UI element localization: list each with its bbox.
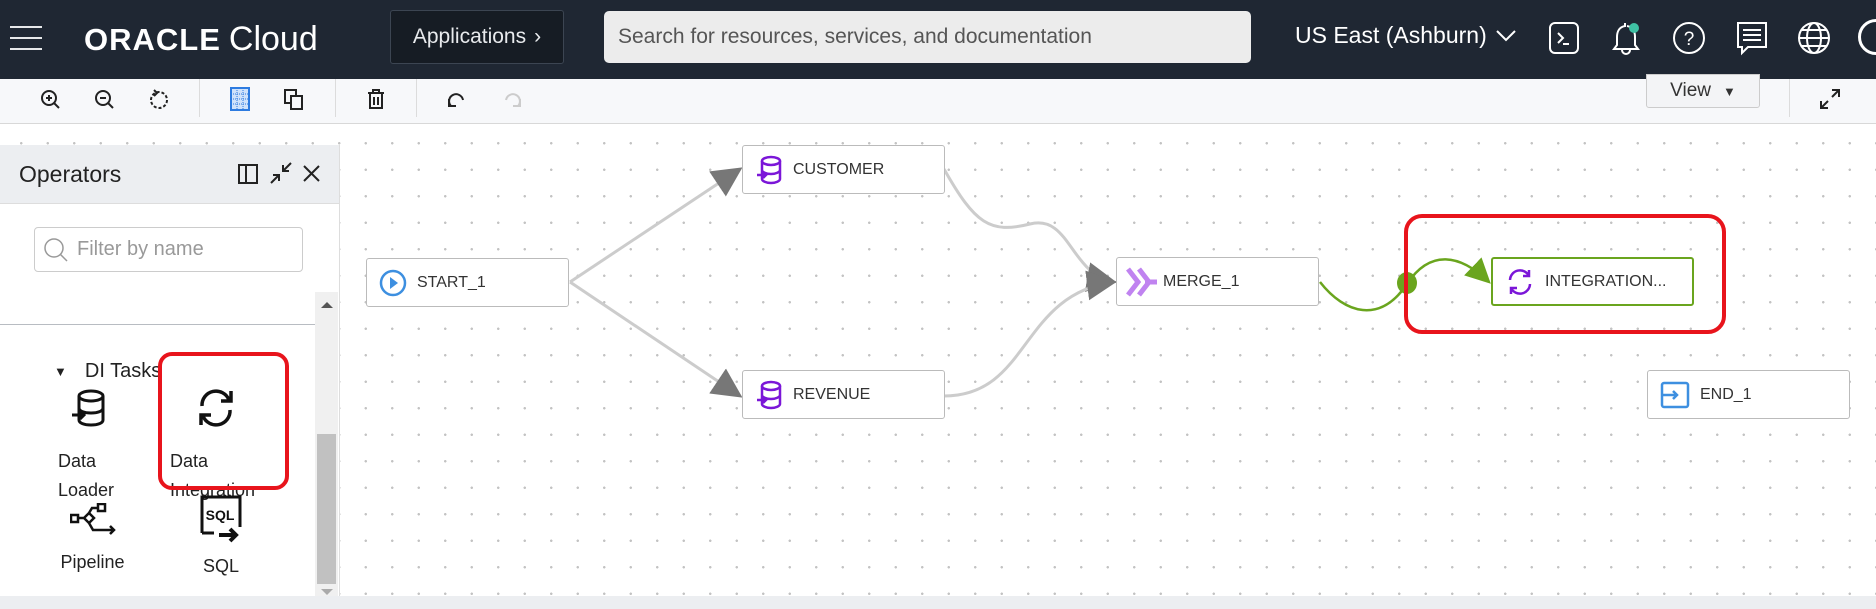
operator-data-loader[interactable]: Data Loader [58,388,114,505]
operator-sql[interactable]: SQL SQL [196,495,246,581]
node-label: CUSTOMER [793,160,885,178]
delete-trash-icon[interactable] [362,85,390,113]
svg-text:?: ? [1684,29,1695,50]
pipeline-icon [69,502,116,535]
data-integration-icon [199,389,233,427]
panel-title: Operators [19,160,122,187]
operator-label: Data [170,451,209,471]
language-globe-icon[interactable] [1795,18,1833,58]
reset-zoom-icon[interactable] [145,85,173,113]
operator-label: Loader [58,480,115,500]
node-integration-selected[interactable]: INTEGRATION... [1491,257,1694,306]
operator-label: Pipeline [60,552,125,572]
node-label: REVENUE [793,385,871,403]
cloud-shell-icon[interactable] [1545,18,1583,58]
operator-label: SQL [202,556,240,576]
node-end[interactable]: END_1 [1647,370,1850,419]
view-menu-button[interactable]: View ▼ [1646,74,1760,108]
bottom-bar [0,596,1876,609]
highlight-annotation [158,352,289,490]
expand-fullscreen-icon[interactable] [1816,85,1844,113]
profile-avatar-icon[interactable] [1858,19,1876,55]
duplicate-icon[interactable] [280,85,308,113]
chevron-right-icon: › [534,25,542,48]
canvas-toolbar: View ▼ [0,74,1876,124]
undo-icon[interactable] [443,85,471,113]
grid-icon[interactable] [226,85,254,113]
edge-revenue-merge[interactable] [943,270,1117,398]
view-label: View [1670,80,1711,101]
applications-label: Applications [412,25,527,48]
operator-label: Integration [170,480,256,500]
node-label: INTEGRATION... [1545,272,1667,290]
region-label: US East (Ashburn) [1295,22,1487,48]
product-text: Cloud [228,20,318,58]
node-revenue[interactable]: REVENUE [742,370,945,419]
feedback-chat-icon[interactable] [1733,18,1771,58]
panel-scrollbar[interactable] [315,292,338,596]
data-integration-icon [1508,268,1532,295]
chevron-down-icon [1496,29,1516,41]
data-loader-icon [757,380,782,409]
operators-panel: Operators Filter by name ▼ DI Tasks Data … [0,145,340,596]
scroll-up-arrow-icon[interactable] [321,302,333,308]
toolbar-divider [1789,79,1790,117]
operator-pipeline[interactable]: Pipeline [55,502,130,577]
sql-icon: SQL [200,495,242,543]
operator-label: Data [58,451,97,471]
operator-data-integration[interactable]: Data Integration [170,388,255,505]
applications-button[interactable]: Applications › [390,10,564,64]
search-input[interactable]: Search for resources, services, and docu… [604,11,1251,63]
collapse-icon[interactable] [270,162,292,184]
help-icon[interactable]: ? [1670,18,1708,58]
edge-start-revenue[interactable] [569,280,743,398]
caret-down-icon: ▼ [54,364,67,379]
data-loader-icon [757,155,782,184]
svg-text:SQL: SQL [206,507,235,523]
di-tasks-section-toggle[interactable]: ▼ DI Tasks [54,360,161,383]
region-selector[interactable]: US East (Ashburn) [1295,22,1517,49]
toolbar-divider [199,79,200,117]
node-label: START_1 [417,273,486,291]
filter-placeholder: Filter by name [77,238,204,260]
node-label: MERGE_1 [1163,272,1240,290]
node-start[interactable]: START_1 [366,258,569,307]
close-icon[interactable] [303,165,320,182]
dock-panel-icon[interactable] [238,164,258,184]
edge-start-customer[interactable] [569,167,743,284]
zoom-out-icon[interactable] [90,85,118,113]
node-merge[interactable]: MERGE_1 [1116,257,1319,306]
notifications-bell-icon[interactable] [1608,18,1646,58]
menu-icon[interactable] [10,26,42,50]
node-label: END_1 [1700,385,1752,403]
search-placeholder: Search for resources, services, and docu… [618,25,1092,48]
scroll-down-arrow-icon[interactable] [321,589,333,595]
toolbar-divider [335,79,336,117]
redo-icon[interactable] [498,85,526,113]
merge-icon [1126,266,1157,297]
highlight-annotation [1404,214,1726,334]
toolbar-divider [416,79,417,117]
filter-input[interactable]: Filter by name [34,227,303,272]
brand-text: ORACLE [84,22,221,57]
node-customer[interactable]: CUSTOMER [742,145,945,194]
panel-divider [0,324,315,325]
search-icon [44,237,68,262]
start-play-icon [379,269,407,296]
operators-panel-header: Operators [0,145,339,204]
edge-customer-merge[interactable] [942,168,1117,292]
caret-down-icon: ▼ [1722,83,1736,99]
end-icon [1660,381,1690,408]
scrollbar-thumb[interactable] [317,434,336,584]
zoom-in-icon[interactable] [36,85,64,113]
section-title: DI Tasks [84,360,162,382]
data-loader-icon [72,389,105,427]
